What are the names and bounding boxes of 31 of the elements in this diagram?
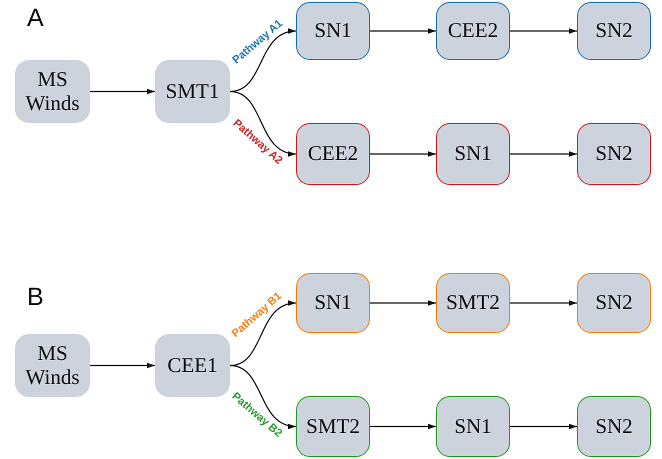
process-box: SMT2 — [436, 273, 510, 333]
process-box: SN2 — [577, 273, 651, 333]
process-box: CEE1 — [155, 334, 230, 397]
process-box: MS Winds — [15, 60, 90, 123]
process-box: SN1 — [296, 273, 370, 333]
process-box: SN2 — [577, 123, 651, 185]
arrow — [90, 362, 155, 368]
process-box: SN2 — [577, 2, 651, 60]
panel-letter: B — [27, 283, 44, 312]
process-box: SMT2 — [296, 396, 370, 457]
process-box: SN1 — [436, 396, 510, 457]
process-box: SMT1 — [155, 60, 230, 123]
panel-letter: A — [27, 4, 44, 33]
process-box: SN1 — [436, 123, 510, 185]
arrow — [370, 151, 436, 157]
process-box: MS Winds — [15, 334, 90, 397]
arrow — [230, 301, 296, 366]
arrow — [90, 88, 155, 94]
process-box: SN2 — [577, 396, 651, 457]
arrow — [230, 90, 296, 156]
process-box: SN1 — [296, 2, 370, 60]
arrow — [510, 151, 577, 157]
arrow — [370, 424, 436, 430]
arrow — [370, 300, 436, 306]
process-box: CEE2 — [436, 2, 510, 60]
process-box: CEE2 — [296, 123, 370, 185]
arrow — [510, 424, 577, 430]
arrow — [510, 28, 577, 34]
arrow — [370, 28, 436, 34]
arrow — [510, 300, 577, 306]
arrow — [230, 364, 296, 428]
